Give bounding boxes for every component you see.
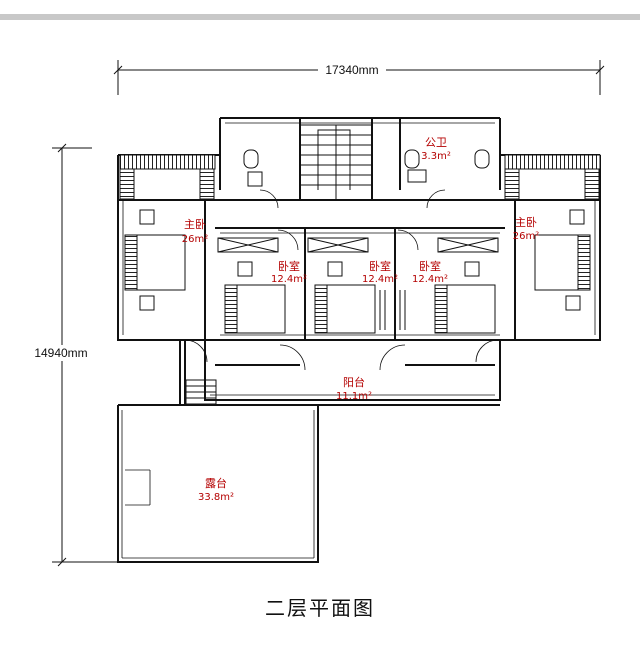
room-name-toilet: 公卫	[425, 136, 447, 149]
page-title: 二层平面图	[265, 596, 375, 620]
toilet-fixtures	[243, 149, 490, 187]
room-area-bed-3: 12.4m²	[412, 274, 448, 285]
steps	[185, 379, 217, 405]
room-area-balcony: 11.1m²	[336, 391, 372, 402]
railing-right-top	[504, 154, 601, 170]
room-name-bed-3: 卧室	[419, 259, 441, 273]
room-area-master-right: 26m²	[513, 231, 539, 242]
room-area-bed-2: 12.4m²	[362, 274, 398, 285]
top-bar	[0, 0, 640, 20]
railing-right-side	[504, 168, 520, 200]
top-divider	[0, 14, 640, 20]
room-area-master-left: 26m²	[182, 234, 208, 245]
room-area-bed-1: 12.4m²	[271, 274, 307, 285]
dimension-width-label: 17340mm	[325, 63, 378, 77]
doors	[184, 189, 499, 371]
railing-left-top	[119, 154, 216, 170]
railing-right-side2	[584, 168, 600, 200]
wall-offsets	[121, 122, 596, 559]
dimension-height-bg	[28, 345, 94, 361]
room-labels: 主卧 26m² 公卫 3.3m² 主卧 26m² 卧室 12.4m² 卧室 12…	[182, 136, 539, 503]
room-area-terrace: 33.8m²	[198, 492, 234, 503]
room-name-balcony: 阳台	[343, 375, 365, 389]
room-name-master-right: 主卧	[515, 216, 537, 229]
railing-left-side	[119, 168, 135, 200]
room-name-bed-1: 卧室	[278, 259, 300, 273]
dimension-width-bg	[318, 62, 386, 78]
room-name-bed-2: 卧室	[369, 259, 391, 273]
room-name-terrace: 露台	[205, 476, 227, 490]
room-name-master-left: 主卧	[184, 218, 206, 231]
beds	[124, 209, 591, 334]
railing-left-side2	[199, 168, 215, 200]
room-area-toilet: 3.3m²	[421, 151, 451, 162]
terrace-details	[125, 469, 151, 506]
staircase	[299, 124, 373, 201]
dimension-height-label: 14940mm	[34, 346, 87, 360]
